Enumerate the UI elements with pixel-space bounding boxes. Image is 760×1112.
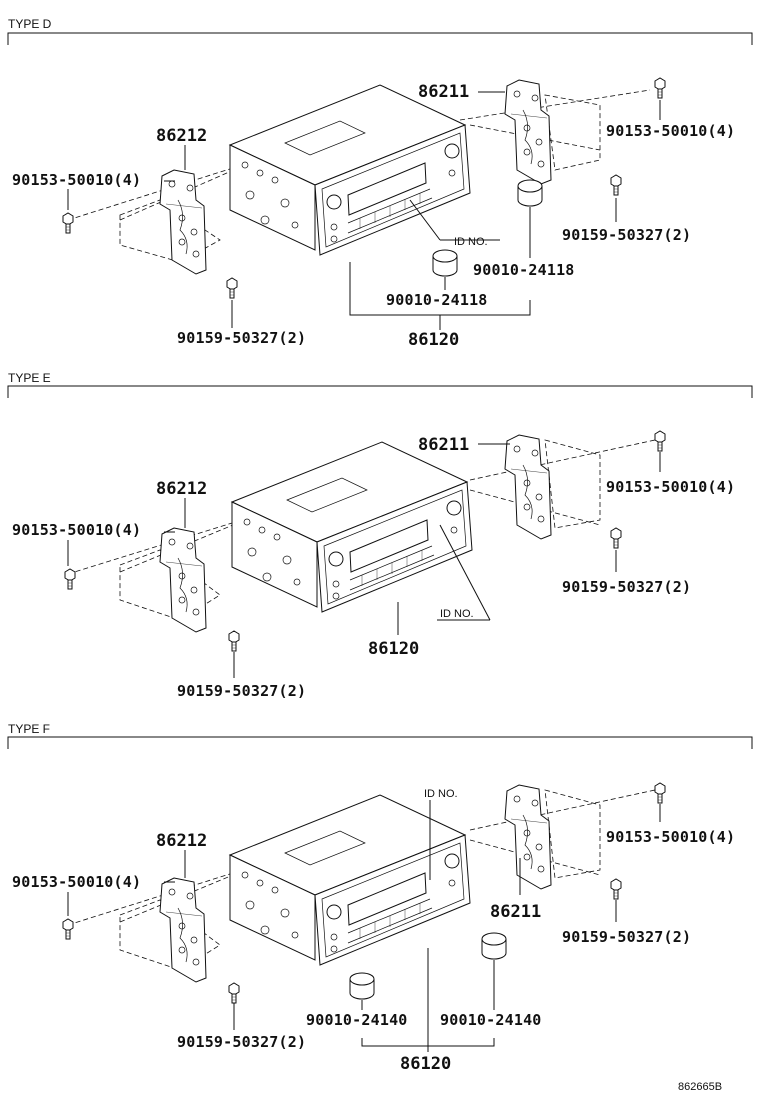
- part-number-screw-upper-left: 90153-50010(4): [12, 873, 141, 891]
- section-type-label: TYPE F: [8, 722, 50, 736]
- screw-lower-right: [610, 878, 622, 900]
- part-number-bracket-left: 86212: [156, 126, 207, 146]
- part-number-screw-lower-left: 90159-50327(2): [177, 682, 306, 700]
- left-mounting-bracket: [159, 877, 207, 983]
- part-number-screw-upper-right: 90153-50010(4): [606, 828, 735, 846]
- part-number-screw-lower-right: 90159-50327(2): [562, 578, 691, 596]
- screw-lower-left: [228, 982, 240, 1004]
- screw-upper-left: [62, 212, 74, 234]
- right-mounting-bracket: [504, 784, 552, 890]
- part-number-knob-right: 90010-24118: [473, 261, 575, 279]
- right-mounting-bracket: [504, 79, 552, 185]
- section-type-d: TYPE D 86211 86212 90153-5001: [7, 17, 753, 350]
- part-number-screw-upper-right: 90153-50010(4): [606, 478, 735, 496]
- part-number-screw-upper-left: 90153-50010(4): [12, 521, 141, 539]
- id-number-label: ID NO.: [454, 236, 488, 248]
- part-number-screw-lower-right: 90159-50327(2): [562, 226, 691, 244]
- part-number-knob-left: 90010-24118: [386, 291, 488, 309]
- part-number-unit: 86120: [400, 1054, 451, 1074]
- id-number-label: ID NO.: [440, 608, 474, 620]
- screw-upper-right: [654, 430, 666, 452]
- radio-head-unit: [229, 794, 471, 966]
- part-number-screw-lower-left: 90159-50327(2): [177, 1033, 306, 1051]
- section-type-f: TYPE F ID NO. 90153-50010(4) 86212: [7, 722, 753, 1074]
- part-number-knob-right: 90010-24140: [440, 1011, 542, 1029]
- right-mounting-bracket: [504, 434, 552, 540]
- part-number-screw-lower-right: 90159-50327(2): [562, 928, 691, 946]
- knob-cap-left: [432, 249, 458, 277]
- part-number-screw-lower-left: 90159-50327(2): [177, 329, 306, 347]
- left-mounting-bracket: [159, 527, 207, 633]
- radio-head-unit: [231, 441, 473, 613]
- knob-cap-right: [517, 179, 543, 207]
- screw-lower-left: [226, 277, 238, 299]
- part-number-knob-left: 90010-24140: [306, 1011, 408, 1029]
- part-number-screw-upper-left: 90153-50010(4): [12, 171, 141, 189]
- section-type-e: TYPE E 86211 86212 90153-50010(4) 90153-…: [7, 371, 753, 700]
- part-number-bracket-left: 86212: [156, 831, 207, 851]
- part-number-bracket-right: 86211: [418, 435, 469, 455]
- knob-cap-right: [481, 932, 507, 960]
- part-number-unit: 86120: [408, 330, 459, 350]
- screw-lower-right: [610, 174, 622, 196]
- drawing-code: 862665B: [678, 1081, 722, 1093]
- screw-upper-left: [64, 568, 76, 590]
- screw-upper-right: [654, 77, 666, 99]
- part-number-bracket-right: 86211: [490, 902, 541, 922]
- part-number-unit: 86120: [368, 639, 419, 659]
- part-number-bracket-left: 86212: [156, 479, 207, 499]
- screw-upper-left: [62, 918, 74, 940]
- part-number-bracket-right: 86211: [418, 82, 469, 102]
- section-type-label: TYPE D: [8, 17, 52, 31]
- radio-head-unit: [229, 84, 471, 256]
- id-number-label: ID NO.: [424, 788, 458, 800]
- part-number-screw-upper-right: 90153-50010(4): [606, 122, 735, 140]
- knob-cap-left: [349, 972, 375, 1000]
- section-type-label: TYPE E: [8, 371, 51, 385]
- left-mounting-bracket: [159, 169, 207, 275]
- screw-lower-right: [610, 527, 622, 549]
- screw-upper-right: [654, 782, 666, 804]
- screw-lower-left: [228, 630, 240, 652]
